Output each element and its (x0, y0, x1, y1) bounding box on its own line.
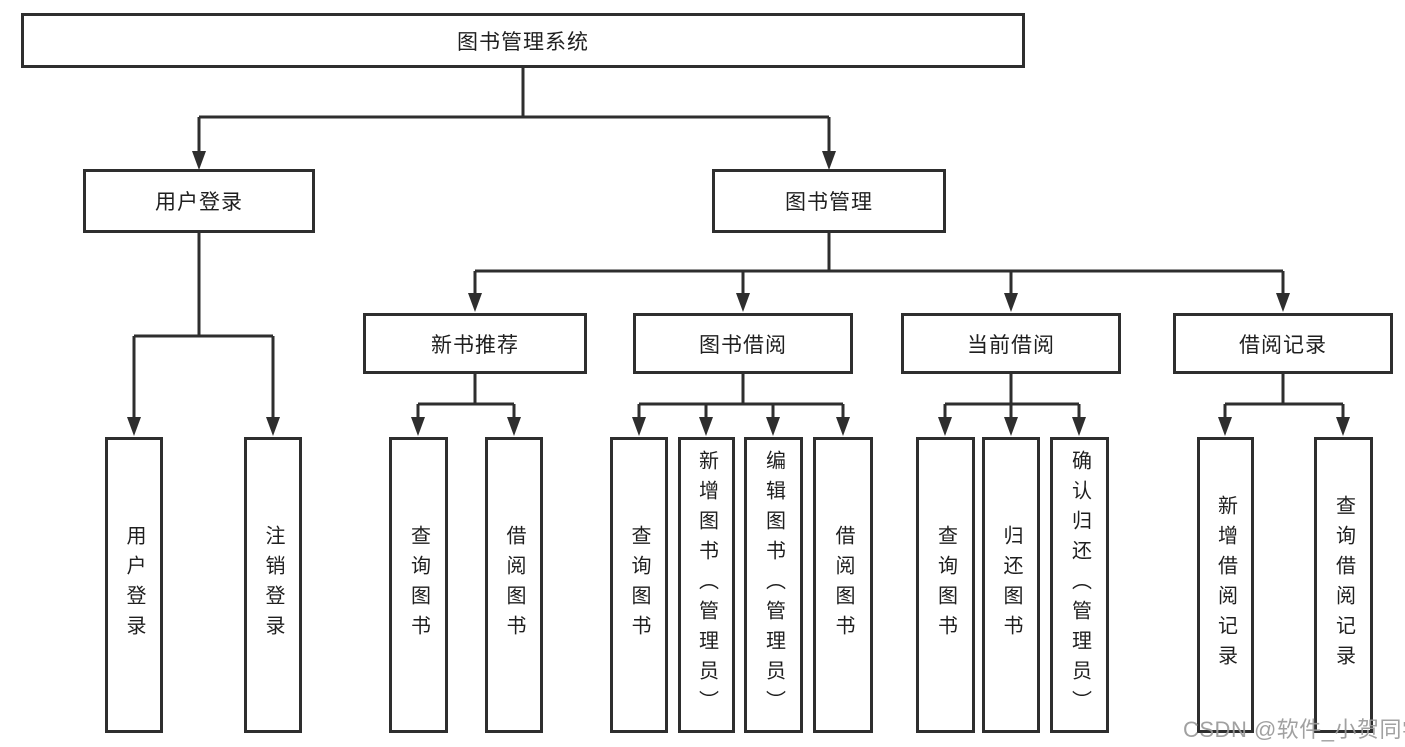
node-root-system: 图书管理系统 (21, 13, 1025, 68)
leaf-label: 查询图书 (628, 525, 650, 645)
node-label: 图书管理系统 (457, 30, 589, 54)
leaf-label: 新增借阅记录 (1214, 495, 1237, 675)
leaf-recommend-borrow-books: 借阅图书 (485, 437, 543, 733)
leaf-label: 借阅图书 (832, 525, 854, 645)
node-book-borrow: 图书借阅 (633, 313, 853, 374)
leaf-label: 查询借阅记录 (1332, 495, 1355, 675)
leaf-label: 归还图书 (1000, 525, 1022, 645)
leaf-label: 借阅图书 (503, 525, 525, 645)
node-book-management: 图书管理 (712, 169, 946, 233)
leaf-records-query-record: 查询借阅记录 (1314, 437, 1373, 733)
leaf-current-confirm-return-admin: 确认归还（管理员） (1050, 437, 1109, 733)
leaf-label: 查询图书 (934, 525, 957, 645)
leaf-current-return-books: 归还图书 (982, 437, 1040, 733)
leaf-borrow-edit-books-admin: 编辑图书（管理员） (744, 437, 803, 733)
leaf-label: 确认归还（管理员） (1068, 450, 1091, 720)
leaf-borrow-add-books-admin: 新增图书（管理员） (678, 437, 735, 733)
leaf-logout: 注销登录 (244, 437, 302, 733)
leaf-records-add-record: 新增借阅记录 (1197, 437, 1254, 733)
node-label: 新书推荐 (431, 333, 519, 357)
node-label: 用户登录 (155, 191, 243, 214)
leaf-borrow-borrow-books: 借阅图书 (813, 437, 873, 733)
node-label: 借阅记录 (1239, 333, 1327, 357)
csdn-watermark: CSDN @软件_小贺同学 (1183, 717, 1405, 742)
leaf-label: 编辑图书（管理员） (762, 450, 785, 720)
node-user-login: 用户登录 (83, 169, 315, 233)
node-borrow-records: 借阅记录 (1173, 313, 1393, 374)
node-new-book-recommend: 新书推荐 (363, 313, 587, 374)
leaf-label: 查询图书 (407, 525, 430, 645)
leaf-current-query-books: 查询图书 (916, 437, 975, 733)
node-current-borrow: 当前借阅 (901, 313, 1121, 374)
leaf-recommend-query-books: 查询图书 (389, 437, 448, 733)
leaf-label: 新增图书（管理员） (695, 450, 718, 720)
leaf-label: 注销登录 (262, 525, 284, 645)
leaf-user-login: 用户登录 (105, 437, 163, 733)
node-label: 图书管理 (785, 191, 873, 214)
node-label: 图书借阅 (699, 333, 787, 357)
leaf-borrow-query-books: 查询图书 (610, 437, 668, 733)
leaf-label: 用户登录 (123, 525, 145, 645)
node-label: 当前借阅 (967, 333, 1055, 357)
